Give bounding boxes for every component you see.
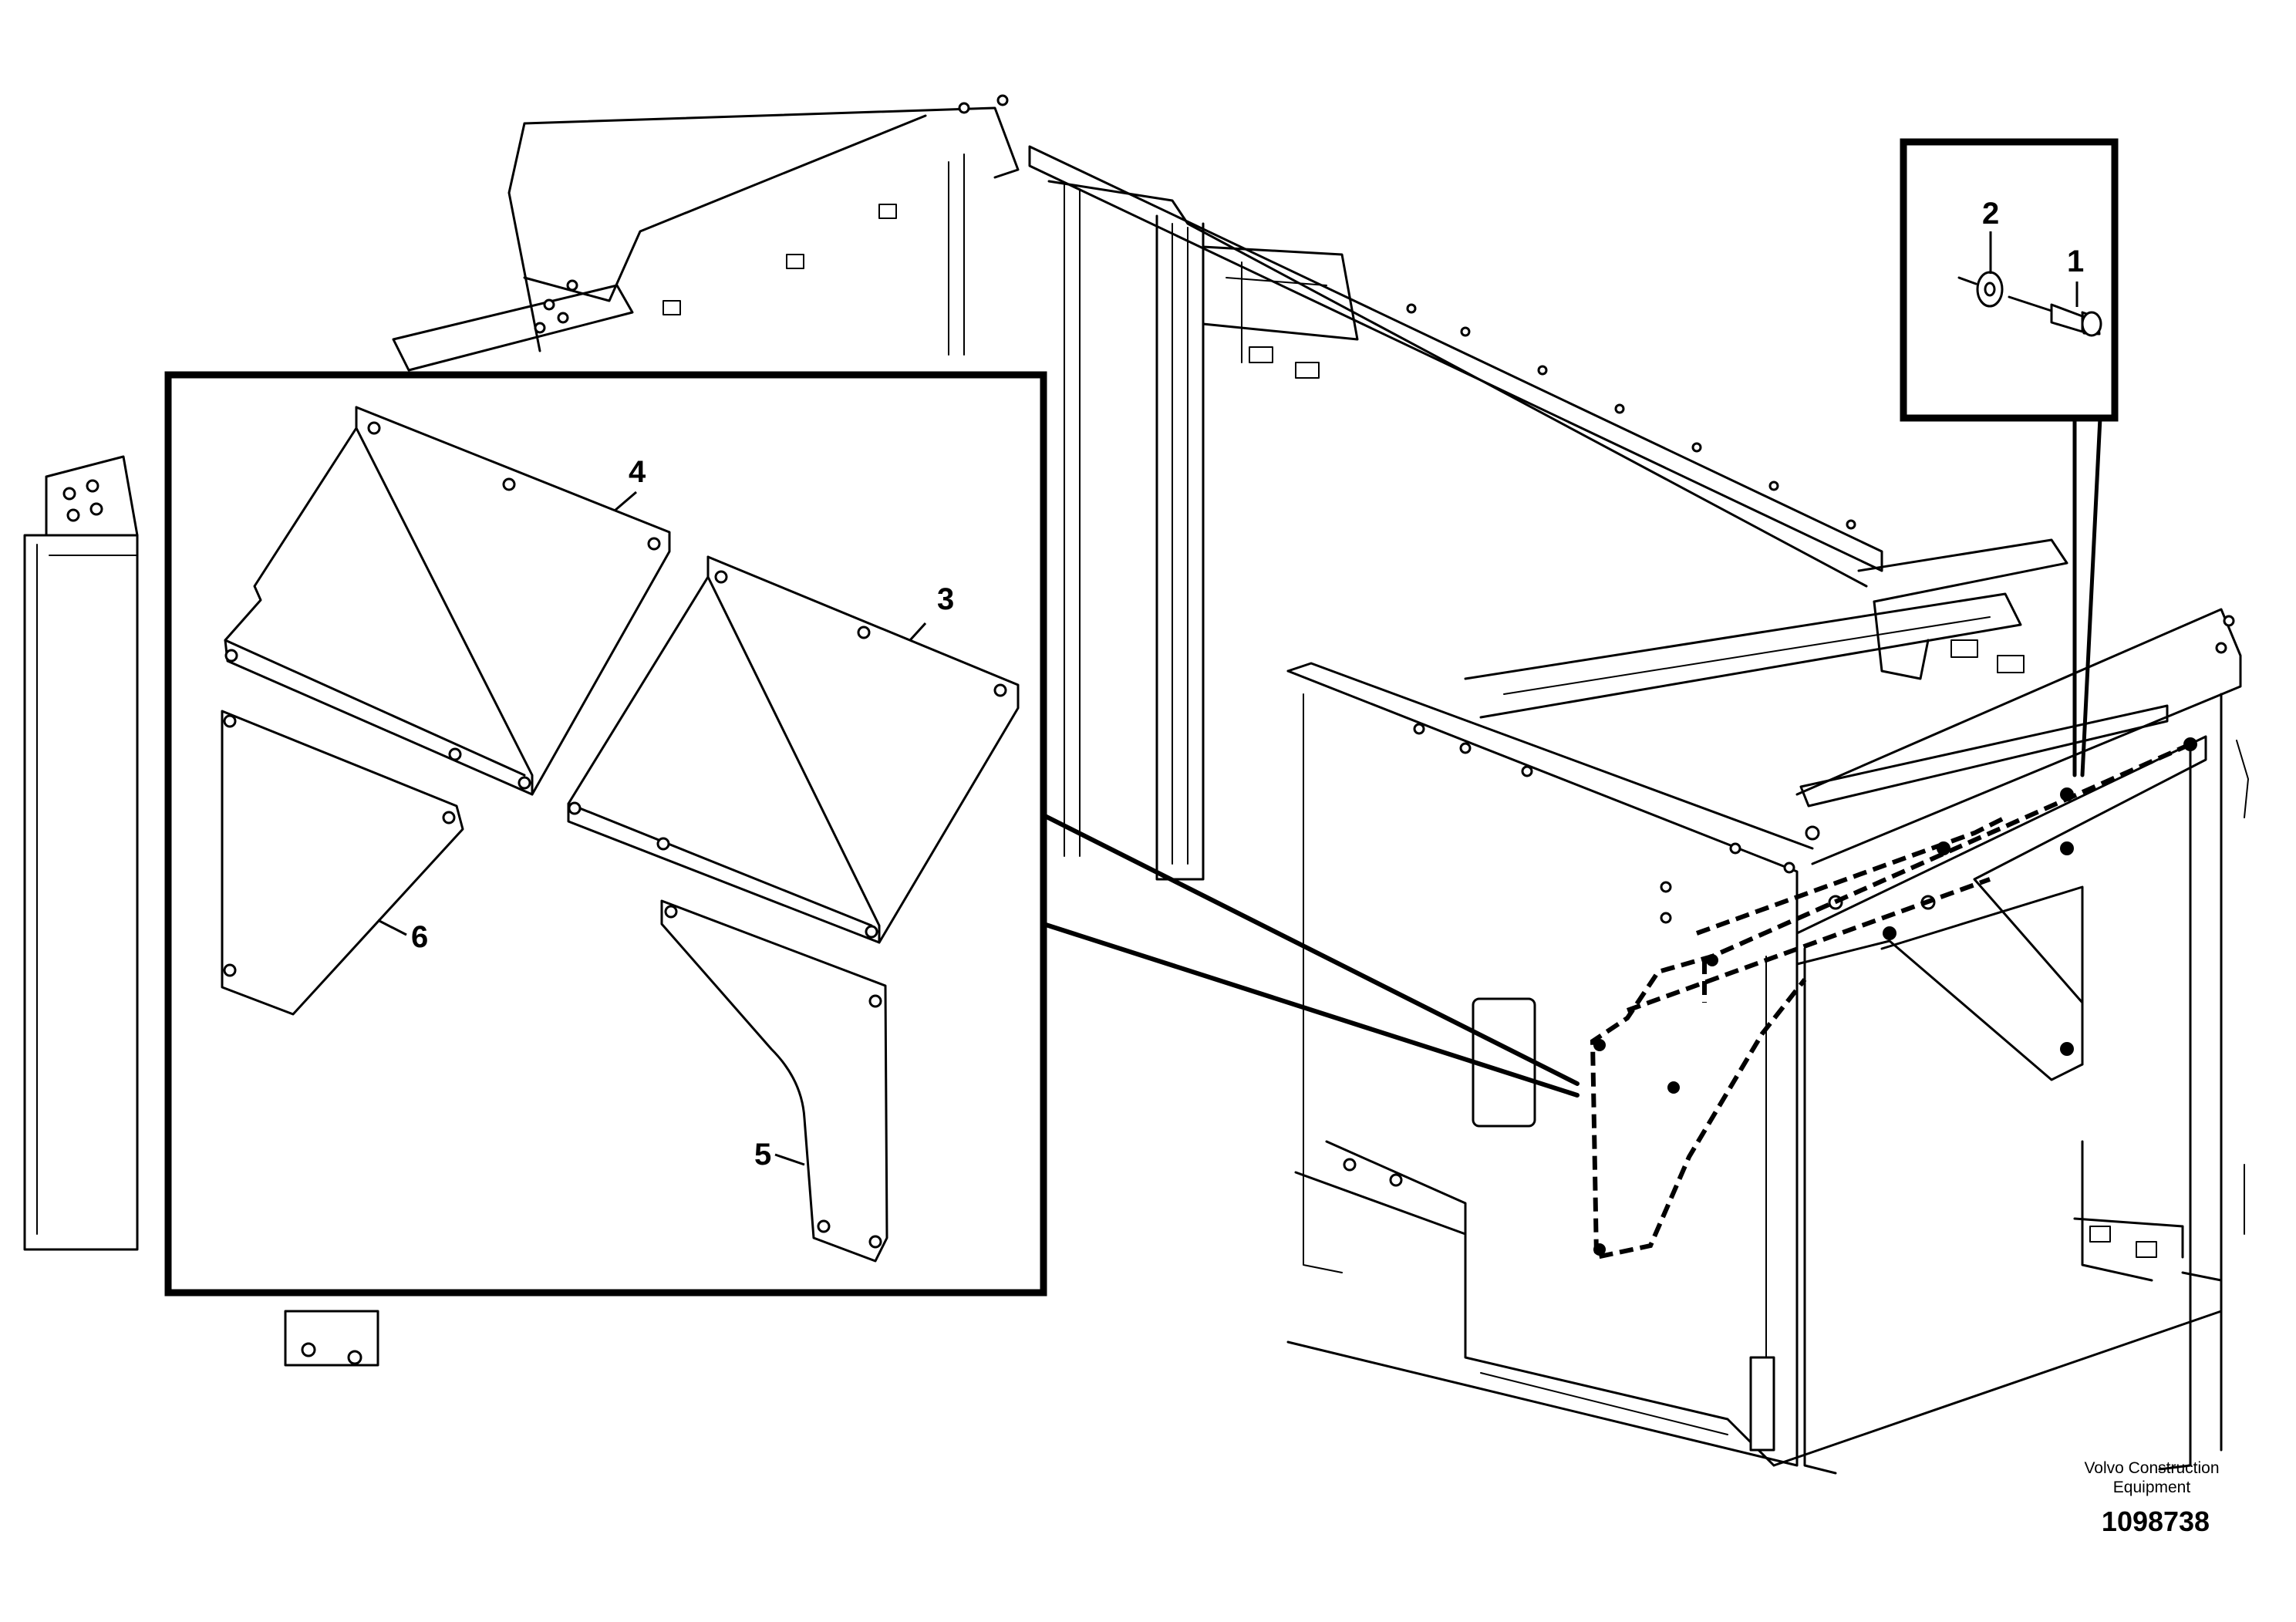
bolt-icon [2008,295,2102,337]
callout-3: 3 [909,582,954,642]
callout-6-label: 6 [411,920,428,954]
part-6-flat-plate [221,710,464,1016]
callout-4-label: 4 [629,455,646,489]
callout-5: 5 [754,1138,805,1172]
callout-3-label: 3 [937,582,954,616]
washer-icon [1976,271,2004,308]
callout-1: 1 [2067,244,2084,307]
fastener-detail-box [1900,138,2119,777]
callout-2: 2 [1982,197,1999,274]
machine-frame [23,94,2249,1475]
callout-5-label: 5 [754,1138,771,1172]
detail-view-box [164,371,1580,1297]
callout-1-label: 1 [2067,244,2084,278]
callout-6: 6 [377,919,428,954]
mounted-cover-plates [1590,735,2207,1260]
part-3-bent-cover-plate [567,555,1020,944]
brand-name-line1: Volvo Construction [2084,1459,2219,1477]
document-number: 1098738 [2102,1506,2210,1537]
footer-brand: Volvo Construction Equipment 1098738 [2084,1459,2219,1537]
callout-2-label: 2 [1982,197,1999,231]
part-4-bent-cover-plate [224,406,671,796]
callout-4: 4 [614,455,646,512]
brand-name-line2: Equipment [2113,1479,2191,1496]
part-5-flat-plate [660,899,888,1263]
